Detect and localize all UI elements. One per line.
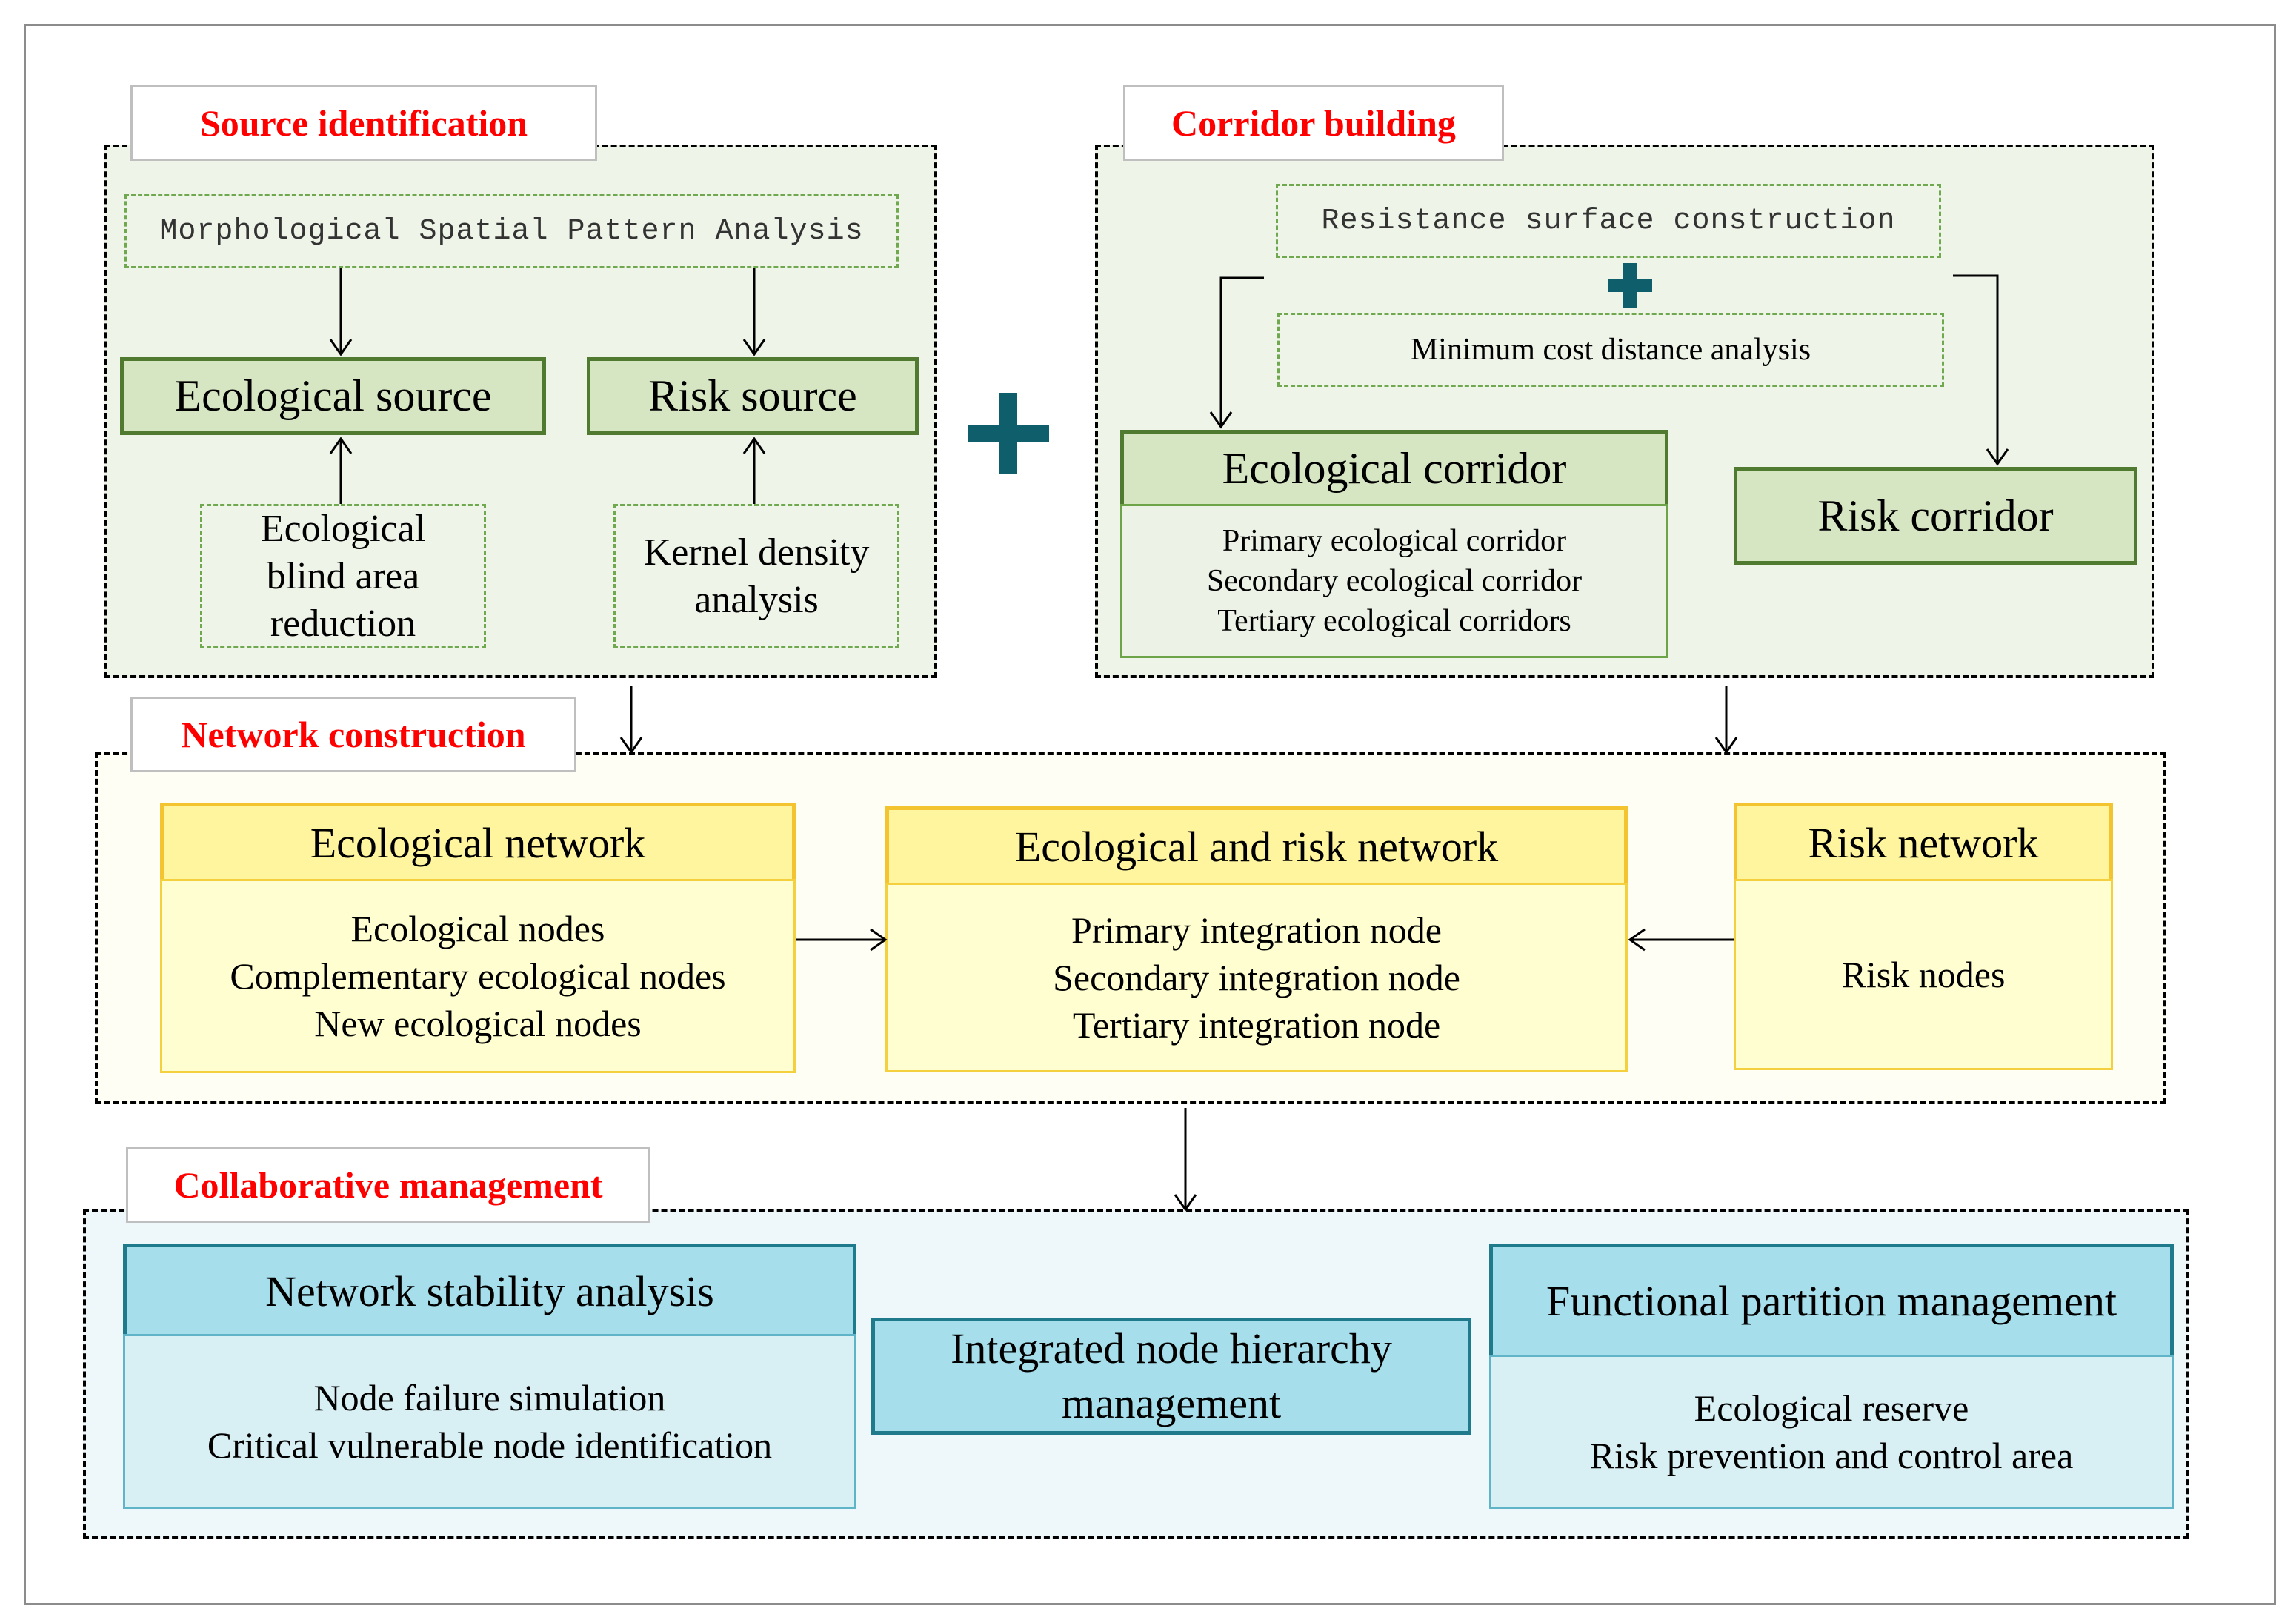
plus-icon xyxy=(968,393,1049,474)
functional-partition-header: Functional partition management xyxy=(1489,1244,2174,1358)
network-item: Tertiary integration node xyxy=(1072,1004,1441,1046)
corridor-building-title: Corridor building xyxy=(1123,85,1504,161)
blind-area-line-1: Ecological xyxy=(260,507,426,550)
outer-frame xyxy=(24,24,2276,1605)
node-hierarchy-line-2: management xyxy=(1061,1379,1282,1427)
node-hierarchy-box: Integrated node hierarchy management xyxy=(871,1318,1471,1435)
collaborative-management-title: Collaborative management xyxy=(126,1147,650,1223)
network-stability-list: Node failure simulation Critical vulnera… xyxy=(123,1334,856,1509)
resistance-surface-box: Resistance surface construction xyxy=(1276,184,1941,258)
kernel-density-box: Kernel density analysis xyxy=(613,504,899,648)
source-identification-title: Source identification xyxy=(130,85,597,161)
blind-area-reduction-box: Ecological blind area reduction xyxy=(200,504,486,648)
ecological-corridor-list: Primary ecological corridor Secondary ec… xyxy=(1120,504,1668,658)
management-item: Risk prevention and control area xyxy=(1589,1435,2074,1476)
network-item: Complementary ecological nodes xyxy=(230,955,726,997)
corridor-item: Secondary ecological corridor xyxy=(1206,564,1583,598)
management-item: Node failure simulation xyxy=(313,1377,666,1418)
risk-corridor-box: Risk corridor xyxy=(1734,467,2137,565)
network-item: Secondary integration node xyxy=(1053,957,1460,998)
arrow xyxy=(1219,276,1264,427)
small-plus-icon xyxy=(1608,263,1652,308)
network-item: Risk nodes xyxy=(1841,954,2006,995)
kernel-density-line-2: analysis xyxy=(694,578,819,621)
functional-partition-list: Ecological reserve Risk prevention and c… xyxy=(1489,1355,2174,1509)
mspa-box: Morphological Spatial Pattern Analysis xyxy=(124,194,899,268)
corridor-item: Tertiary ecological corridors xyxy=(1217,604,1571,638)
network-item: Primary integration node xyxy=(1071,909,1442,951)
minimum-cost-box: Minimum cost distance analysis xyxy=(1277,313,1944,387)
ecological-network-list: Ecological nodes Complementary ecologica… xyxy=(160,879,796,1073)
node-hierarchy-line-1: Integrated node hierarchy xyxy=(951,1324,1392,1373)
management-item: Critical vulnerable node identification xyxy=(207,1424,773,1466)
network-construction-title: Network construction xyxy=(130,697,576,772)
network-item: Ecological nodes xyxy=(350,908,605,949)
network-item: New ecological nodes xyxy=(314,1003,642,1044)
risk-network-list: Risk nodes xyxy=(1734,879,2113,1070)
blind-area-line-3: reduction xyxy=(270,602,416,645)
blind-area-line-2: blind area xyxy=(266,554,420,597)
kernel-density-line-1: Kernel density xyxy=(643,531,870,574)
risk-network-header: Risk network xyxy=(1734,803,2113,883)
management-item: Ecological reserve xyxy=(1694,1387,1969,1429)
combined-network-list: Primary integration node Secondary integ… xyxy=(885,883,1628,1072)
ecological-source-box: Ecological source xyxy=(120,357,546,435)
arrow xyxy=(1953,274,1999,464)
ecological-network-header: Ecological network xyxy=(160,803,796,883)
risk-source-box: Risk source xyxy=(587,357,919,435)
corridor-item: Primary ecological corridor xyxy=(1222,524,1567,558)
